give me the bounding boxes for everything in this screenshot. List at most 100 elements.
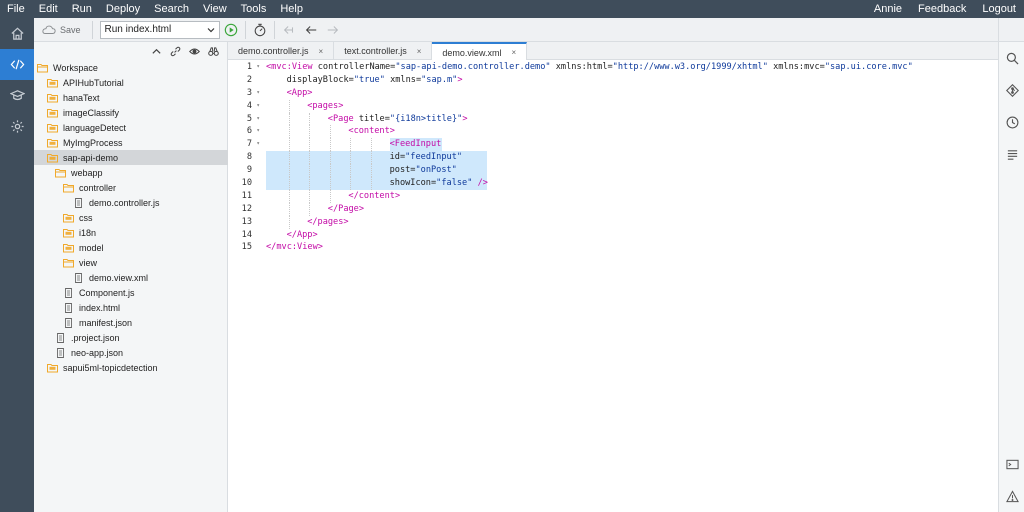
code-line[interactable]: id="feedInput" (266, 151, 996, 165)
run-button[interactable] (220, 19, 242, 41)
collapse-all-icon[interactable] (151, 46, 162, 57)
tab-label: demo.controller.js (238, 46, 309, 56)
editor-tab[interactable]: demo.controller.js × (228, 42, 335, 60)
code-line[interactable]: </App> (266, 229, 996, 242)
tree-item-label: APIHubTutorial (63, 77, 124, 88)
code-text: <FeedInput (390, 139, 442, 149)
tree-folder[interactable]: controller (34, 180, 227, 195)
editor-tabs: demo.controller.js×text.controller.js×de… (228, 42, 998, 61)
tree-file[interactable]: demo.view.xml (34, 270, 227, 285)
code-line[interactable]: post="onPost" (266, 164, 996, 178)
code-icon[interactable] (0, 49, 34, 80)
back-button[interactable] (300, 19, 322, 41)
tree-folder[interactable]: MyImgProcess (34, 135, 227, 150)
menu-help[interactable]: Help (280, 3, 303, 15)
binoculars-icon[interactable] (208, 46, 219, 57)
tree-folder[interactable]: css (34, 210, 227, 225)
outline-icon[interactable] (999, 138, 1024, 170)
fold-toggle-icon[interactable]: ▾ (256, 88, 260, 96)
search-icon[interactable] (999, 42, 1024, 74)
indent-guide (371, 138, 372, 152)
code-line[interactable]: <content> (266, 125, 996, 139)
code-token: <App> (286, 87, 313, 98)
code-text: displayBlock="true" xmlns="sap.m"> (287, 75, 463, 85)
history-icon[interactable] (999, 106, 1024, 138)
feedback-link[interactable]: Feedback (918, 3, 967, 15)
editor-tab[interactable]: text.controller.js× (334, 42, 433, 60)
user-name[interactable]: Annie (873, 3, 903, 15)
tree-file[interactable]: manifest.json (34, 315, 227, 330)
menu-edit[interactable]: Edit (38, 3, 58, 15)
tree-folder[interactable]: languageDetect (34, 120, 227, 135)
tree-item-label: sapui5ml-topicdetection (63, 362, 158, 373)
code-line[interactable]: <FeedInput (266, 138, 996, 152)
tree-folder[interactable]: view (34, 255, 227, 270)
code-line[interactable]: </mvc:View> (266, 241, 996, 254)
menu-file[interactable]: File (7, 3, 25, 15)
editor-tab[interactable]: demo.view.xml× (432, 42, 528, 61)
fold-toggle-icon[interactable]: ▾ (256, 140, 260, 148)
code-line[interactable]: </content> (266, 189, 996, 203)
code-line[interactable]: <pages> (266, 99, 996, 113)
tree-file[interactable]: neo-app.json (34, 345, 227, 360)
fold-toggle-icon[interactable]: ▾ (256, 63, 260, 70)
run-config-select[interactable]: Run index.html (99, 20, 220, 39)
fold-toggle-icon[interactable]: ▾ (256, 127, 260, 135)
menu-run[interactable]: Run (71, 3, 92, 15)
close-icon[interactable]: × (511, 48, 517, 57)
code-token: </App> (286, 229, 318, 240)
tree-file[interactable]: index.html (34, 300, 227, 315)
fold-toggle-icon[interactable]: ▾ (256, 101, 260, 109)
last-edit-button[interactable] (278, 19, 300, 41)
home-icon[interactable] (0, 18, 34, 49)
code-line[interactable]: showIcon="false" /> (266, 177, 996, 190)
run-config-button[interactable] (249, 19, 271, 41)
menu-view[interactable]: View (203, 3, 227, 15)
git-icon[interactable] (999, 74, 1024, 106)
link-editor-icon[interactable] (170, 46, 181, 57)
code-line[interactable]: <Page title="{i18n>title}"> (266, 112, 996, 126)
fold-toggle-icon[interactable]: ▾ (256, 114, 260, 122)
code-line[interactable]: </Page> (266, 202, 996, 216)
tree-folder[interactable]: APIHubTutorial (34, 75, 227, 90)
show-hidden-icon[interactable] (189, 46, 200, 57)
code-token: "http://www.w3.org/1999/xhtml" (612, 62, 768, 72)
code-area[interactable]: <mvc:View controllerName="sap-api-demo.c… (266, 61, 996, 254)
indent-guide (329, 138, 331, 152)
tree-file[interactable]: demo.controller.js (34, 195, 227, 210)
tree-folder[interactable]: webapp (34, 165, 227, 180)
menu-tools[interactable]: Tools (240, 3, 267, 15)
settings-icon[interactable] (0, 111, 34, 142)
tree-folder[interactable]: model (34, 240, 227, 255)
forward-button[interactable] (322, 19, 344, 41)
code-line[interactable]: displayBlock="true" xmlns="sap.m"> (266, 74, 996, 87)
folder-icon (47, 108, 58, 118)
tree-folder[interactable]: sap-api-demo (34, 150, 228, 165)
problems-icon[interactable] (999, 480, 1024, 512)
fold-toggle-icon (254, 177, 260, 190)
menu-deploy[interactable]: Deploy (105, 3, 141, 15)
tree-folder[interactable]: imageClassify (34, 105, 227, 120)
folder-icon (47, 363, 58, 373)
code-line[interactable]: <App> (266, 87, 996, 100)
code-token: "true" (353, 74, 385, 85)
tree-folder[interactable]: i18n (34, 225, 227, 240)
console-icon[interactable] (999, 448, 1024, 480)
close-icon[interactable]: × (318, 46, 324, 56)
tree-folder[interactable]: hanaText (34, 90, 227, 105)
code-line[interactable]: <mvc:View controllerName="sap-api-demo.c… (266, 61, 996, 74)
tree-file[interactable]: .project.json (34, 330, 227, 345)
tree-file[interactable]: Component.js (34, 285, 227, 300)
close-icon[interactable]: × (416, 46, 422, 56)
folder-icon (47, 138, 58, 148)
tree-folder[interactable]: Workspace (34, 60, 227, 75)
learn-icon[interactable] (0, 80, 34, 111)
save-button[interactable]: Save (34, 24, 89, 36)
menu-search[interactable]: Search (154, 3, 189, 15)
fold-toggle-icon (254, 164, 260, 177)
code-line[interactable]: </pages> (266, 215, 996, 229)
tree-folder[interactable]: sapui5ml-topicdetection (34, 360, 227, 375)
logout-link[interactable]: Logout (982, 3, 1016, 15)
code-token: controllerName= (317, 62, 396, 72)
